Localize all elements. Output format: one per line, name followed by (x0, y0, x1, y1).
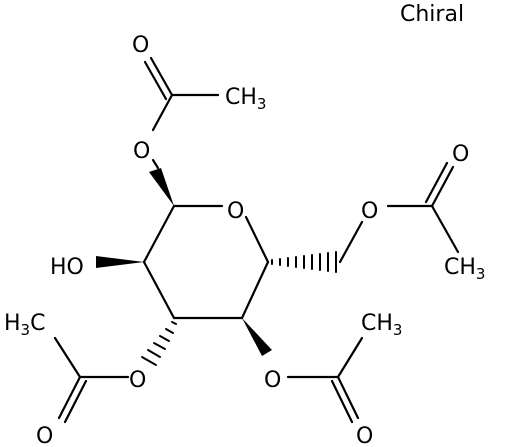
hash-c5-c6 (271, 251, 337, 273)
bond-carbonyl-left-a (57, 375, 82, 420)
atom-ch3-top: CH3 (225, 85, 266, 113)
bonds (53, 56, 460, 424)
atom-ch3-bottom: CH3 (361, 311, 402, 339)
wedge-c1-o (149, 168, 174, 206)
hash-c3-o (141, 321, 177, 366)
bond-carbonyl-left-b (63, 379, 88, 424)
bond-carbonyl-bottom-a (336, 375, 360, 420)
bond-top-c-o (151, 93, 174, 132)
atom-o-ketone-top: O (132, 33, 149, 58)
atom-o-ester-top: O (133, 139, 150, 164)
atom-labels: Chiral O CH3 O O HO O O CH3 H3C O O CH3 … (4, 2, 485, 447)
wedge-c4-o (242, 318, 272, 356)
bond-carbonyl-bottom-b (330, 379, 354, 424)
atom-o-ketone-right: O (452, 142, 469, 167)
atom-o-ketone-bottom: O (356, 424, 373, 447)
bond-c3-c2 (142, 260, 176, 320)
bond-o5-c5 (244, 215, 270, 264)
atom-o-ring: O (227, 199, 244, 224)
bond-c5-c4 (240, 260, 270, 320)
bond-c2-c1 (142, 204, 176, 264)
wedge-c2-ho (96, 256, 144, 268)
atom-o-ester-right: O (361, 199, 378, 224)
atom-o-ester-bottom: O (264, 368, 281, 393)
bond-cright-ch3 (430, 204, 460, 254)
bond-carbonyl-top-b (143, 60, 168, 101)
label-chiral: Chiral (400, 2, 464, 27)
bond-carbonyl-right-a (430, 165, 455, 208)
atom-h3c-left: H3C (4, 311, 45, 339)
bond-carbonyl-top-a (149, 56, 174, 97)
bond-top-o-ringdown (151, 158, 160, 170)
atom-o-ester-left: O (129, 368, 146, 393)
bond-cbottom-ch3 (336, 336, 364, 379)
atom-o-ketone-left: O (36, 424, 53, 447)
atom-ch3-right: CH3 (444, 255, 485, 283)
atom-ho: HO (50, 255, 84, 280)
bond-c6-o (338, 220, 364, 264)
bond-cleft-ch3 (53, 336, 82, 379)
bond-carbonyl-right-b (424, 161, 449, 204)
